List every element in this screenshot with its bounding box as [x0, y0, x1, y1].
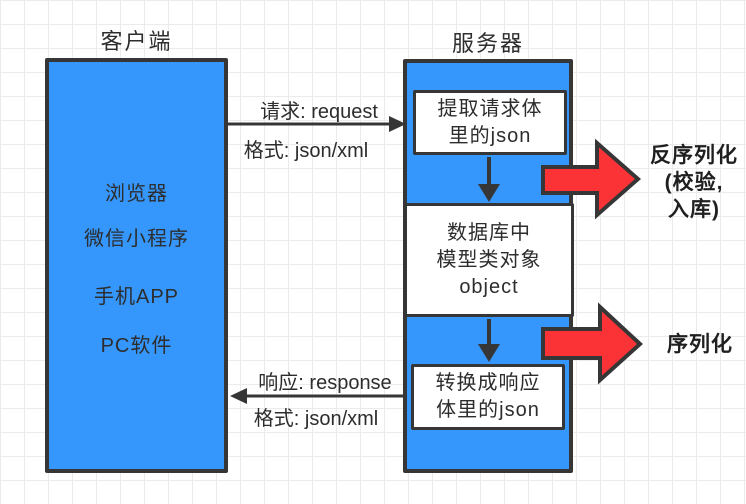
step-extract-line1: 提取请求体	[437, 97, 543, 120]
client-item-browser: 浏览器	[105, 183, 168, 205]
serialize-label: 序列化	[667, 333, 733, 356]
client-item-pc-software: PC软件	[100, 335, 173, 357]
client-item-wechat-miniprogram: 微信小程序	[84, 228, 189, 250]
step-convert-line2: 体里的json	[436, 399, 540, 421]
deserialize-label-line3: 入库)	[668, 198, 720, 221]
client-box: 浏览器 微信小程序 手机APP PC软件	[45, 58, 228, 473]
step-extract-line2: 里的json	[448, 124, 532, 147]
deserialize-label: 反序列化 (校验, 入库)	[638, 142, 746, 223]
step-extract-request-json-box: 提取请求体 里的json	[413, 90, 567, 155]
step-model-line1: 数据库中	[447, 221, 531, 244]
deserialize-label-line1: 反序列化	[650, 144, 738, 167]
request-format-label: 格式: json/xml	[243, 140, 369, 162]
request-label: 请求: request	[260, 101, 378, 123]
response-label: 响应: response	[258, 372, 392, 394]
step-model-object-box: 数据库中 模型类对象 object	[404, 203, 574, 317]
client-title: 客户端	[100, 29, 173, 54]
step-convert-response-json-box: 转换成响应 体里的json	[411, 364, 565, 430]
step-model-line3: object	[459, 275, 519, 298]
client-item-mobile-app: 手机APP	[93, 286, 180, 308]
response-format-label: 格式: json/xml	[253, 408, 379, 430]
deserialize-label-line2: (校验,	[664, 171, 724, 194]
server-title: 服务器	[451, 31, 524, 56]
step-convert-line1: 转换成响应	[435, 372, 541, 394]
step-model-line2: 模型类对象	[436, 248, 542, 271]
